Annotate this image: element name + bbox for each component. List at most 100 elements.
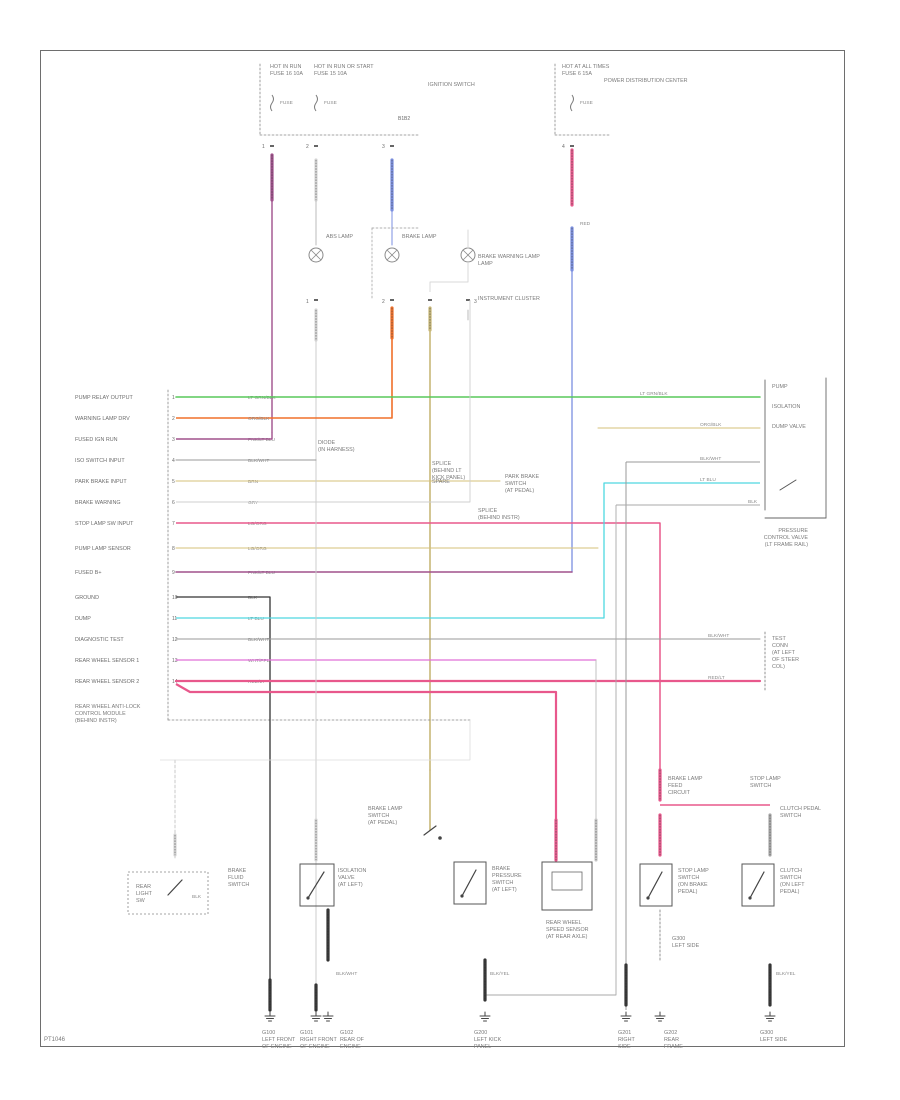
diagram-frame [40, 50, 845, 1047]
module-pin-label-12: DIAGNOSTIC TEST [75, 637, 124, 643]
isolation-valve-label: (AT LEFT) [338, 882, 363, 888]
clutch-code: BLK/YEL [776, 971, 796, 977]
ground-g202-label: G202 [664, 1030, 677, 1036]
clutch-switch [741, 863, 775, 907]
clutch-switch-label: (ON LEFT [780, 882, 805, 888]
module-pin-number-11: 11 [172, 616, 177, 622]
clutch-switch-pivot [748, 896, 752, 900]
park-brake-contact [423, 825, 437, 836]
ground-g102-label: REAR OF [340, 1037, 365, 1043]
ground-g201-label: SIDE [618, 1044, 631, 1050]
splice-a-label: KICK PANEL) [432, 475, 465, 481]
fuse-right-label: HOT AT ALL TIMES [562, 64, 610, 70]
brake-warning-lamp-label: LAMP [478, 261, 493, 267]
ground-g101-label: OF ENGINE [300, 1044, 330, 1050]
clutch-switch-label: PEDAL) [780, 889, 800, 895]
ground-g100-label: OF ENGINE [262, 1044, 292, 1050]
cluster-label: INSTRUMENT CLUSTER [478, 296, 540, 302]
module-pin-code-10: BLK [248, 595, 258, 601]
clutch-switch-label: CLUTCH [780, 868, 802, 874]
ground-g202-label: REAR [664, 1037, 679, 1043]
stop-lamp-switch-pivot [646, 896, 650, 900]
fuse-pin-3: 4 [562, 144, 565, 150]
park-brake-switch-label: SWITCH [368, 813, 389, 819]
rear-light-top [160, 720, 471, 761]
fuse-pin-stub-0 [270, 145, 274, 147]
splice-b-label: (BEHIND INSTR) [478, 515, 520, 521]
clutch-switch-label: SWITCH [780, 875, 801, 881]
module-pin-code-3: PNK/LT BLU [248, 437, 276, 443]
rear-sensor-2-lead [175, 683, 558, 840]
rear-wheel-sensor-box [541, 861, 593, 911]
abs-lamp-filament [310, 249, 322, 261]
clutch-note-label: STOP LAMP [750, 776, 781, 782]
fuse-pin-1: 2 [306, 144, 309, 150]
fuse-left-label: HOT IN RUN [270, 64, 301, 70]
valve-title: DUMP VALVE [772, 424, 806, 430]
module-pin-code-2: ORG/BLK [248, 416, 270, 422]
fuse-tag: FUSE [280, 100, 293, 106]
module-pin-number-10: 10 [172, 595, 178, 601]
module-pin-label-5: PARK BRAKE INPUT [75, 479, 127, 485]
valve-code-5: BLK [748, 499, 758, 505]
rear-light-switch-contact [167, 879, 183, 896]
ground-g102-label: ENGINE [340, 1044, 361, 1050]
module-pin-number-8: 8 [172, 546, 175, 552]
rear-light-switch-label: LIGHT [136, 891, 153, 897]
stop-lamp-switch-label: STOP LAMP [678, 868, 709, 874]
stop-lamp-switch [639, 863, 673, 907]
cluster-pin-a [314, 299, 318, 301]
test-code-1: BLK/WHT [708, 633, 729, 639]
isolation-valve-switch [299, 863, 335, 907]
valve-title: ISOLATION [772, 404, 800, 410]
brake-warning-lamp-filament [462, 249, 474, 261]
valve-box-label: PRESSURE [778, 528, 808, 534]
module-pin-code-1: LT GRN/BLK [248, 395, 276, 401]
module-pin-number-9: 9 [172, 570, 175, 576]
rear-light-switch-box [127, 871, 209, 915]
park-relay-label: (AT PEDAL) [505, 488, 534, 494]
test-code-2: RED/LT [708, 675, 725, 681]
rear-light-code: BLK [192, 894, 202, 900]
module-pin-code-6: GRY [248, 500, 259, 506]
test-connector-label: CONN [772, 643, 788, 649]
brake-warning-wire [176, 300, 471, 503]
ign-pin: B1 [398, 116, 404, 122]
module-pin-code-11: LT BLU [248, 616, 264, 622]
brake-pressure-switch [453, 861, 487, 905]
isolation-valve-switch-contact [307, 871, 325, 899]
fuse-tag: FUSE [580, 100, 593, 106]
module-pin-number-13: 13 [172, 658, 178, 664]
stop-lamp-feed-label: BRAKE LAMP [668, 776, 703, 782]
stop-lamp-switch-label: SWITCH [678, 875, 699, 881]
fuse-pin-2: 3 [382, 144, 385, 150]
module-pin-number-6: 6 [172, 500, 175, 506]
stop-lamp-ground-label: LEFT SIDE [672, 943, 700, 949]
brake-lamp-filament [386, 249, 398, 261]
module-pin-label-13: REAR WHEEL SENSOR 1 [75, 658, 139, 664]
pin: 1 [306, 299, 309, 305]
fuse-left-label: FUSE 16 10A [270, 71, 303, 77]
stop-lamp-switch-contact [647, 871, 663, 899]
park-brake-switch-label: BRAKE LAMP [368, 806, 403, 812]
module-title: REAR WHEEL ANTI-LOCK [75, 704, 141, 710]
stop-lamp-input-wire [176, 522, 661, 770]
fuse-pin-stub-2 [390, 145, 394, 147]
ign-pin: B2 [404, 116, 410, 122]
rear-wheel-sensor-label: (AT REAR AXLE) [546, 934, 588, 940]
ignition-switch-label: IGNITION SWITCH [428, 82, 475, 88]
module-pin-code-8: LG/ORG [248, 546, 267, 552]
module-pin-number-4: 4 [172, 458, 175, 464]
test-connector-label: (AT LEFT [772, 650, 796, 656]
stop-lamp-feed-label: FEED [668, 783, 682, 789]
fuse-mid-label: HOT IN RUN OR START [314, 64, 374, 70]
ground-g200-label: PANEL [474, 1044, 491, 1050]
module-title: (BEHIND INSTR) [75, 718, 117, 724]
park-brake-switch-label: (AT PEDAL) [368, 820, 397, 826]
ground-g101-label: G101 [300, 1030, 313, 1036]
brake-warning-lamp-label: BRAKE WARNING LAMP [478, 254, 540, 260]
fused-ign-wire [176, 432, 273, 440]
clutch-note-label: SWITCH [750, 783, 771, 789]
test-connector-label: OF STEER [772, 657, 799, 663]
module-pin-number-14: 14 [172, 679, 178, 685]
